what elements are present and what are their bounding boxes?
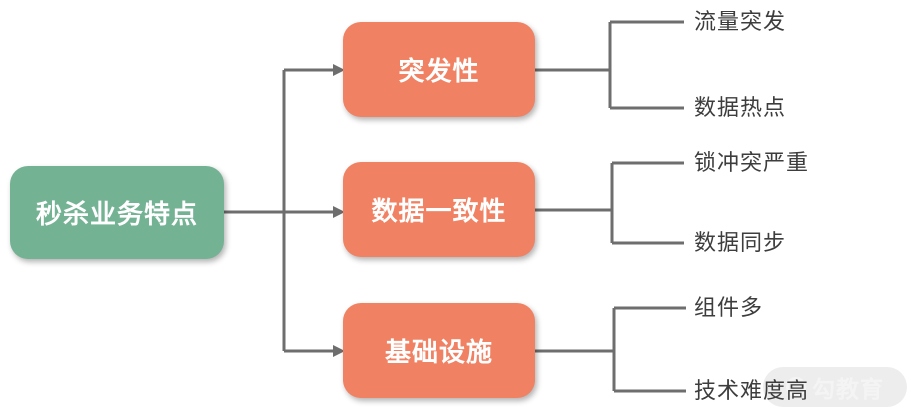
node-branch-data-consistency: 数据一致性	[343, 162, 535, 257]
leaf-data-sync: 数据同步	[694, 230, 787, 255]
node-branch-burstiness: 突发性	[343, 22, 535, 117]
arrowhead-top	[333, 64, 345, 76]
leaf-lock-conflict: 锁冲突严重	[694, 150, 810, 175]
branch2-leaf-connectors	[535, 161, 684, 245]
node-branch-infrastructure: 基础设施	[343, 303, 535, 398]
watermark-text: 勾教育	[812, 376, 884, 402]
branch1-leaf-connectors	[535, 20, 684, 110]
watermark: 勾教育	[763, 367, 907, 407]
branch3-leaf-connectors	[535, 306, 686, 393]
leaf-technical-difficulty: 技术难度高	[694, 378, 810, 403]
node-root: 秒杀业务特点	[10, 166, 224, 259]
root-trunk-line	[224, 68, 333, 353]
arrowhead-middle	[333, 206, 345, 218]
leaf-data-hotspot: 数据热点	[694, 95, 787, 120]
arrowhead-bottom	[333, 345, 345, 357]
leaf-many-components: 组件多	[694, 295, 764, 320]
leaf-traffic-burst: 流量突发	[694, 9, 787, 34]
lagou-logo-icon	[786, 377, 806, 397]
